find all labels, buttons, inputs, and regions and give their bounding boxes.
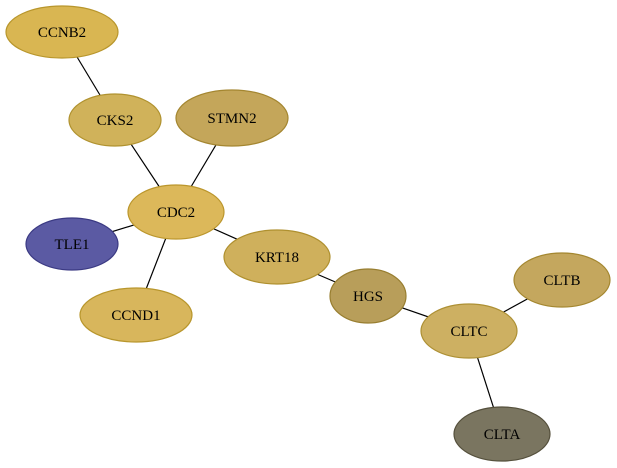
node-ccnd1[interactable]: CCND1 — [79, 287, 193, 343]
node-stmn2[interactable]: STMN2 — [175, 89, 289, 147]
node-shape — [420, 303, 518, 359]
node-shape — [329, 268, 407, 324]
node-label: HGS — [353, 289, 383, 305]
node-label: CKS2 — [97, 113, 134, 129]
node-ccnb2[interactable]: CCNB2 — [5, 5, 119, 59]
node-shape — [25, 217, 119, 271]
node-label: KRT18 — [255, 250, 299, 266]
node-hgs[interactable]: HGS — [329, 268, 407, 324]
node-clta[interactable]: CLTA — [453, 406, 551, 462]
node-shape — [223, 229, 331, 285]
edges-layer — [61, 31, 563, 435]
node-shape — [513, 252, 611, 308]
node-cltc[interactable]: CLTC — [420, 303, 518, 359]
node-shape — [79, 287, 193, 343]
node-label: TLE1 — [55, 237, 90, 253]
node-label: CCNB2 — [38, 25, 86, 41]
node-tle1[interactable]: TLE1 — [25, 217, 119, 271]
node-shape — [68, 93, 162, 147]
node-label: STMN2 — [207, 111, 256, 127]
node-cdc2[interactable]: CDC2 — [127, 184, 225, 240]
node-label: CDC2 — [157, 205, 195, 221]
node-label: CLTC — [451, 324, 488, 340]
node-shape — [127, 184, 225, 240]
node-label: CLTA — [484, 427, 521, 443]
node-cltb[interactable]: CLTB — [513, 252, 611, 308]
node-cks2[interactable]: CKS2 — [68, 93, 162, 147]
node-shape — [5, 5, 119, 59]
node-label: CCND1 — [111, 308, 160, 324]
node-krt18[interactable]: KRT18 — [223, 229, 331, 285]
node-shape — [175, 89, 289, 147]
node-label: CLTB — [544, 273, 581, 289]
node-shape — [453, 406, 551, 462]
